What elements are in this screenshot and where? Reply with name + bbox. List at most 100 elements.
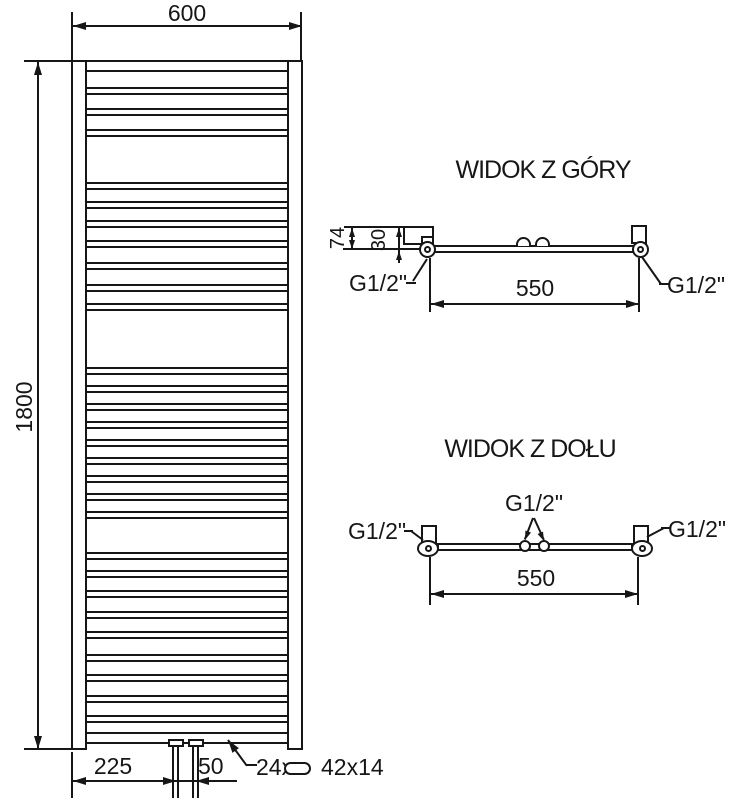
ext-line xyxy=(638,258,640,312)
radiator-right-rail xyxy=(287,60,303,750)
arrow-left-icon xyxy=(73,22,86,30)
ext-line xyxy=(429,557,431,605)
radiator-tube xyxy=(85,732,289,744)
offset-dimension-label: 225 xyxy=(93,753,133,779)
width-dimension-label: 600 xyxy=(167,0,207,26)
radiator-tube xyxy=(85,60,289,72)
valve-pipe xyxy=(192,747,199,798)
arrow-left-icon xyxy=(431,300,444,308)
radiator-tube xyxy=(85,385,289,393)
radiator-profile-bar xyxy=(433,245,637,253)
radiator-tube xyxy=(85,303,289,311)
center-connection-label: G1/2" xyxy=(504,490,564,516)
dim-line-height xyxy=(37,62,39,749)
valve-center xyxy=(637,246,644,253)
leader-line xyxy=(641,256,662,285)
top-view-title: WIDOK Z GÓRY xyxy=(455,156,631,184)
dim-line-width xyxy=(73,25,302,27)
ext-line xyxy=(71,12,73,60)
leader-line xyxy=(661,527,670,529)
valve-center xyxy=(639,545,646,552)
radiator-tube xyxy=(85,611,289,619)
valve-center xyxy=(424,246,431,253)
inset-dimension-label: 30 xyxy=(368,228,390,252)
radiator-tube xyxy=(85,631,289,639)
radiator-tube xyxy=(85,570,289,578)
radiator-tube xyxy=(85,403,289,411)
dim-line-span xyxy=(431,593,638,595)
leader-line xyxy=(246,764,257,766)
leader-line xyxy=(404,530,413,532)
ext-line xyxy=(24,60,72,62)
radiator-profile-bar xyxy=(437,543,633,551)
dim-line-depth xyxy=(351,228,353,249)
radiator-tube xyxy=(85,367,289,375)
ext-line xyxy=(24,748,72,750)
radiator-tube xyxy=(85,475,289,483)
radiator-tube xyxy=(85,457,289,465)
arrow-right-icon xyxy=(163,777,176,785)
radiator-tube xyxy=(85,654,289,662)
ext-line xyxy=(429,258,431,312)
spacing-dimension-label: 50 xyxy=(198,753,224,779)
wall-reference-line xyxy=(344,226,434,228)
radiator-tube xyxy=(85,511,289,519)
reference-line xyxy=(343,248,420,250)
arrow-up-icon xyxy=(34,62,42,75)
right-connection-label: G1/2" xyxy=(667,272,726,298)
arrow-up-icon xyxy=(396,251,402,260)
leader-line xyxy=(406,282,416,284)
leader-line xyxy=(412,258,428,282)
bottom-connection-port xyxy=(538,540,550,552)
leader-line xyxy=(659,283,669,285)
arrow-left-icon xyxy=(431,590,444,598)
arrow-left-icon xyxy=(196,777,209,785)
height-dimension-label: 1800 xyxy=(11,381,37,433)
span-dimension-label: 550 xyxy=(516,565,556,591)
radiator-tube xyxy=(85,262,289,270)
dim-line-span xyxy=(431,303,639,305)
bottom-connection-port xyxy=(519,540,531,552)
arrow-down-icon xyxy=(34,736,42,749)
depth-dimension-label: 74 xyxy=(327,226,349,250)
radiator-tube xyxy=(85,421,289,429)
radiator-tube xyxy=(85,715,289,723)
valve-pipe xyxy=(172,747,179,798)
right-connection-label: G1/2" xyxy=(668,516,727,542)
radiator-tube xyxy=(85,590,289,598)
arrow-right-icon xyxy=(625,590,638,598)
radiator-tube xyxy=(85,552,289,560)
radiator-tube xyxy=(85,129,289,137)
radiator-tube xyxy=(85,493,289,501)
arrow-down-icon xyxy=(349,240,355,249)
valve-cap xyxy=(188,739,204,747)
left-connection-label: G1/2" xyxy=(348,518,407,544)
tube-profile-label: 42x14 xyxy=(321,754,384,780)
radiator-tube xyxy=(85,108,289,116)
hanger-lug xyxy=(535,237,550,246)
dim-line-inset xyxy=(398,228,400,263)
span-dimension-label: 550 xyxy=(515,275,555,301)
radiator-tube xyxy=(85,201,289,209)
arrow-left-icon xyxy=(73,777,86,785)
ext-line xyxy=(71,752,73,798)
radiator-tube xyxy=(85,695,289,703)
arrow-right-icon xyxy=(626,300,639,308)
bottom-view-title: WIDOK Z DOŁU xyxy=(444,435,616,463)
arrow-up-icon xyxy=(396,228,402,237)
ext-line xyxy=(637,557,639,605)
radiator-tube xyxy=(85,220,289,228)
arrow-right-icon xyxy=(289,22,302,30)
hanger-lug xyxy=(516,237,531,246)
dim-line-bottom xyxy=(73,780,237,782)
left-connection-label: G1/2" xyxy=(349,270,408,296)
valve-center xyxy=(425,545,432,552)
radiator-tube xyxy=(85,240,289,248)
radiator-tube xyxy=(85,87,289,95)
valve-cap xyxy=(168,739,184,747)
arrow-up-icon xyxy=(349,228,355,237)
radiator-tube xyxy=(85,284,289,292)
tube-profile-icon xyxy=(284,762,311,775)
radiator-tube xyxy=(85,439,289,447)
